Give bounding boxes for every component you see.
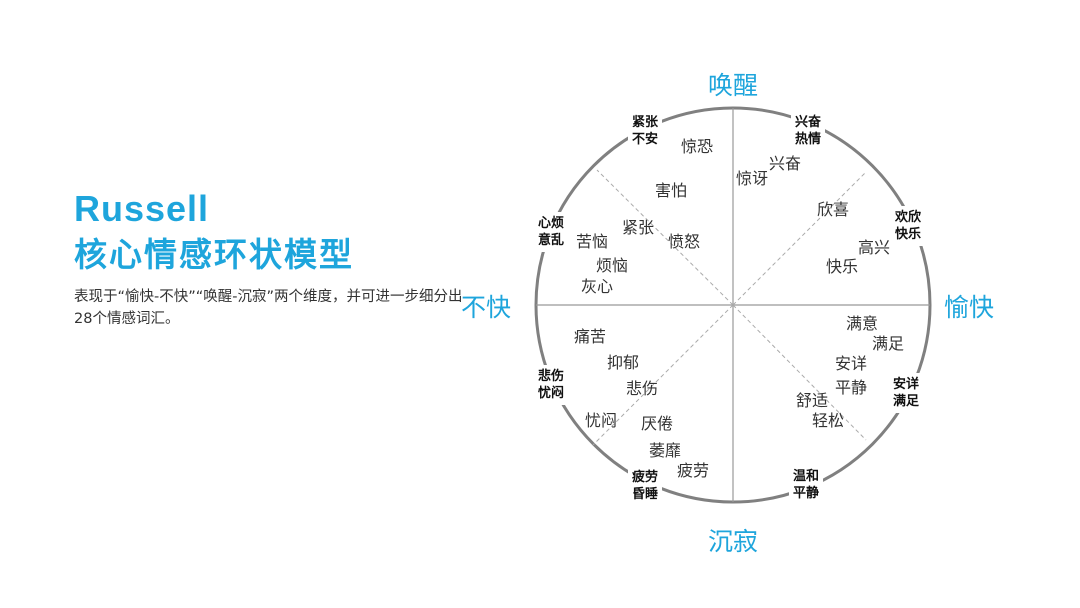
title-russell: Russell — [74, 188, 210, 229]
zone-label: 温和平静 — [788, 465, 824, 505]
emotion-word: 惊恐 — [680, 137, 714, 156]
zone-label: 紧张不安 — [627, 111, 663, 151]
diagonal-sw — [592, 304, 734, 446]
axis-label-deactivation: 沉寂 — [707, 527, 759, 556]
title-model-name: 核心情感环状模型 — [74, 235, 354, 274]
emotion-word: 烦恼 — [595, 256, 629, 275]
emotion-word: 愤怒 — [667, 232, 701, 251]
zone-label: 疲劳昏睡 — [627, 466, 663, 506]
description: 表现于“愉快-不快”“唤醒-沉寂”两个维度，并可进一步细分出28个情感词汇。 — [74, 289, 463, 327]
emotion-word: 安详 — [834, 354, 868, 373]
diagonal-ne — [732, 171, 867, 306]
emotion-word: 惊讶 — [735, 169, 769, 188]
zone-label: 悲伤忧闷 — [533, 365, 569, 405]
emotion-word: 痛苦 — [573, 327, 607, 346]
zone-label: 兴奋热情 — [790, 111, 826, 151]
emotion-word: 平静 — [834, 378, 868, 397]
axis-label-arousal: 唤醒 — [707, 71, 759, 100]
zone-label: 欢欣快乐 — [890, 206, 926, 246]
emotion-word: 舒适 — [795, 391, 829, 410]
emotion-word: 厌倦 — [640, 414, 674, 433]
emotion-word: 萎靡 — [648, 441, 682, 460]
emotion-word: 紧张 — [621, 218, 655, 237]
emotion-word: 苦恼 — [575, 232, 609, 251]
diagonal-nw — [596, 169, 734, 306]
axis-label-unpleasant: 不快 — [460, 293, 512, 322]
emotion-word: 灰心 — [580, 277, 614, 296]
emotion-word: 害怕 — [654, 181, 688, 200]
emotion-word: 疲劳 — [676, 461, 710, 480]
emotion-word: 轻松 — [811, 411, 845, 430]
emotion-word: 抑郁 — [606, 353, 640, 372]
axis-label-pleasant: 愉快 — [943, 293, 995, 322]
zone-label: 心烦意乱 — [533, 212, 569, 252]
emotion-word: 快乐 — [825, 257, 859, 276]
diagonal-se — [732, 304, 867, 441]
emotion-word: 兴奋 — [768, 154, 802, 173]
emotion-word: 满足 — [871, 334, 905, 353]
emotion-word: 悲伤 — [625, 379, 659, 398]
emotion-word: 满意 — [845, 314, 879, 333]
emotion-word: 欣喜 — [816, 200, 850, 219]
zone-label: 安详满足 — [888, 373, 924, 413]
emotion-word: 忧闷 — [584, 411, 618, 430]
emotion-word: 高兴 — [857, 238, 891, 257]
